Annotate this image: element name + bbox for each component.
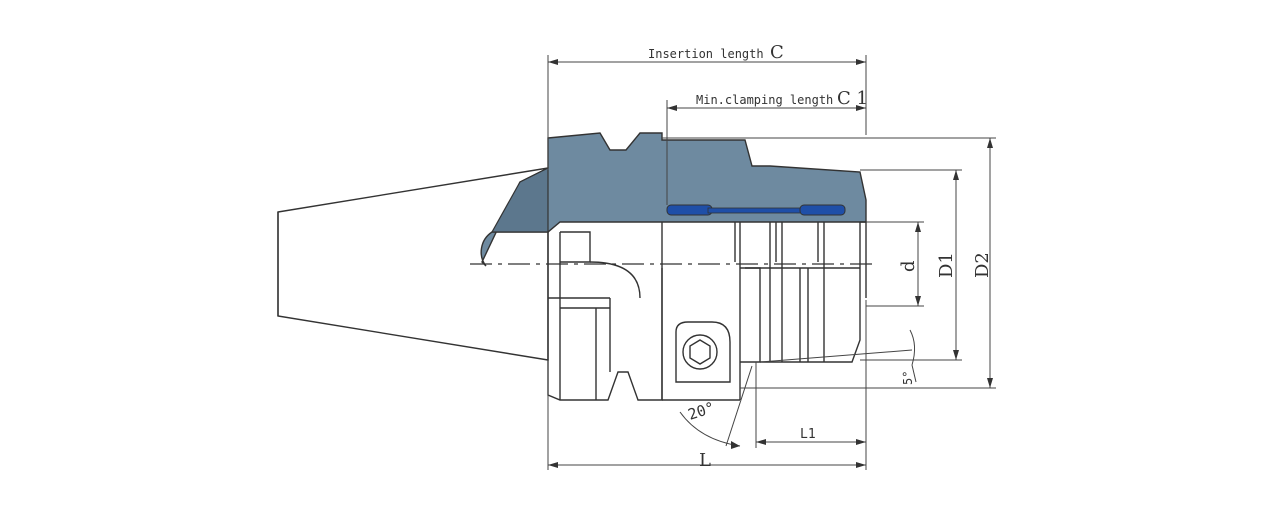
- dim-l1: [755, 362, 866, 448]
- set-screw: [675, 321, 731, 383]
- l-label: L: [699, 450, 711, 471]
- taper-section-fill: [490, 167, 549, 233]
- d2-label: D2: [972, 252, 993, 278]
- l1-label: L1: [800, 427, 816, 442]
- insertion-length-symbol: C: [770, 42, 784, 63]
- dim-d2: [662, 137, 996, 389]
- dim-min-clamping-length: [666, 100, 866, 205]
- dim-d: [866, 221, 924, 307]
- min-clamping-length-symbol: C 1: [837, 88, 868, 109]
- holder-section: [480, 132, 867, 267]
- min-clamping-length-label: Min.clamping length: [696, 93, 833, 107]
- taper-shank: [277, 167, 549, 361]
- angle-5-label: 5°: [901, 371, 915, 385]
- dim-angle-20: [679, 365, 753, 449]
- dim-angle-5: [759, 329, 917, 383]
- d-label: d: [898, 260, 919, 272]
- dim-l: [547, 300, 867, 470]
- angle-20-label: 20°: [686, 398, 717, 423]
- d1-label: D1: [936, 252, 957, 278]
- dim-d1: [860, 169, 962, 361]
- insertion-length-label: Insertion length: [648, 47, 764, 61]
- dim-insertion-length: [547, 55, 867, 170]
- holder-body: [547, 221, 867, 401]
- clamping-insert: [666, 204, 846, 216]
